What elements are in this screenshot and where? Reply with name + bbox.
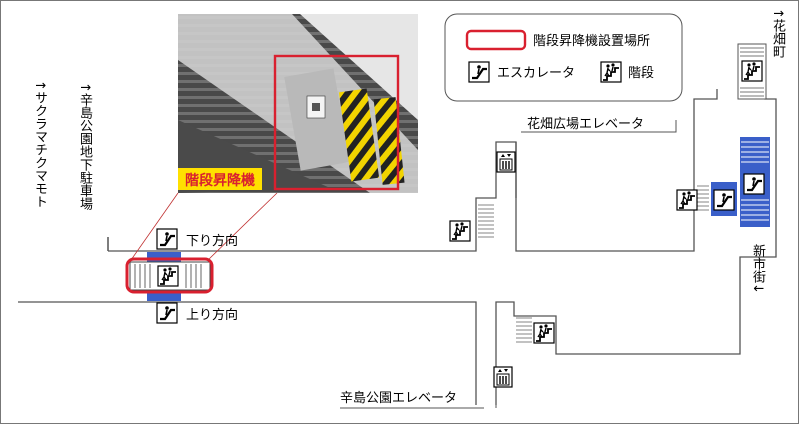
photo-caption-bg (178, 168, 262, 190)
escalator-icon (742, 172, 766, 196)
legend-stairs-label: 階段 (628, 66, 654, 81)
photo-caption: 階段昇降機 (185, 172, 255, 189)
direction-hanabata: ↑花畑町 (770, 8, 785, 58)
stairs-middle (449, 204, 494, 242)
elevator-icon (493, 366, 513, 388)
stairs-icon (533, 322, 555, 344)
stairs-icon (676, 189, 698, 211)
escalator-icon (467, 60, 491, 84)
escalator-icon (712, 188, 736, 212)
escalator-icon (155, 227, 179, 251)
legend-lift-label: 階段昇降機設置場所 (533, 33, 650, 49)
stairs-icon (600, 61, 622, 83)
stair-lift-highlight (125, 257, 214, 294)
stair-lift-photo-highlight (273, 54, 400, 191)
elevator-icon (496, 151, 516, 173)
photo-connector (130, 192, 278, 261)
stairs-lower (516, 317, 555, 344)
direction-up-label: 上り方向 (186, 307, 238, 323)
label-leaders (340, 120, 677, 409)
direction-karashima-parking: ↑辛島公園地下駐車場 (77, 82, 92, 210)
elevator-label-hanabata: 花畑広場エレベータ (527, 116, 644, 132)
stairs-hanabata-north (737, 43, 767, 100)
legend-lift-swatch (465, 29, 527, 51)
elevator-label-karashima: 辛島公園エレベータ (340, 391, 457, 406)
stairs-icon (741, 60, 763, 82)
escalator-icon (155, 301, 179, 325)
direction-shinshigai: 新市街↓ (750, 244, 765, 294)
escalator-block-right (676, 137, 770, 227)
stair-lift-icon (157, 265, 179, 287)
direction-sakura: ↑サクラマチクマモト (32, 80, 47, 208)
legend: 階段昇降機設置場所 エスカレータ 階段 (444, 13, 683, 102)
stairs-icon (449, 220, 471, 242)
stair-lift-block (125, 227, 214, 325)
legend-escalator-label: エスカレータ (497, 66, 575, 81)
direction-down-label: 下り方向 (186, 233, 238, 249)
stair-lift-photo: 階段昇降機 (178, 14, 418, 193)
